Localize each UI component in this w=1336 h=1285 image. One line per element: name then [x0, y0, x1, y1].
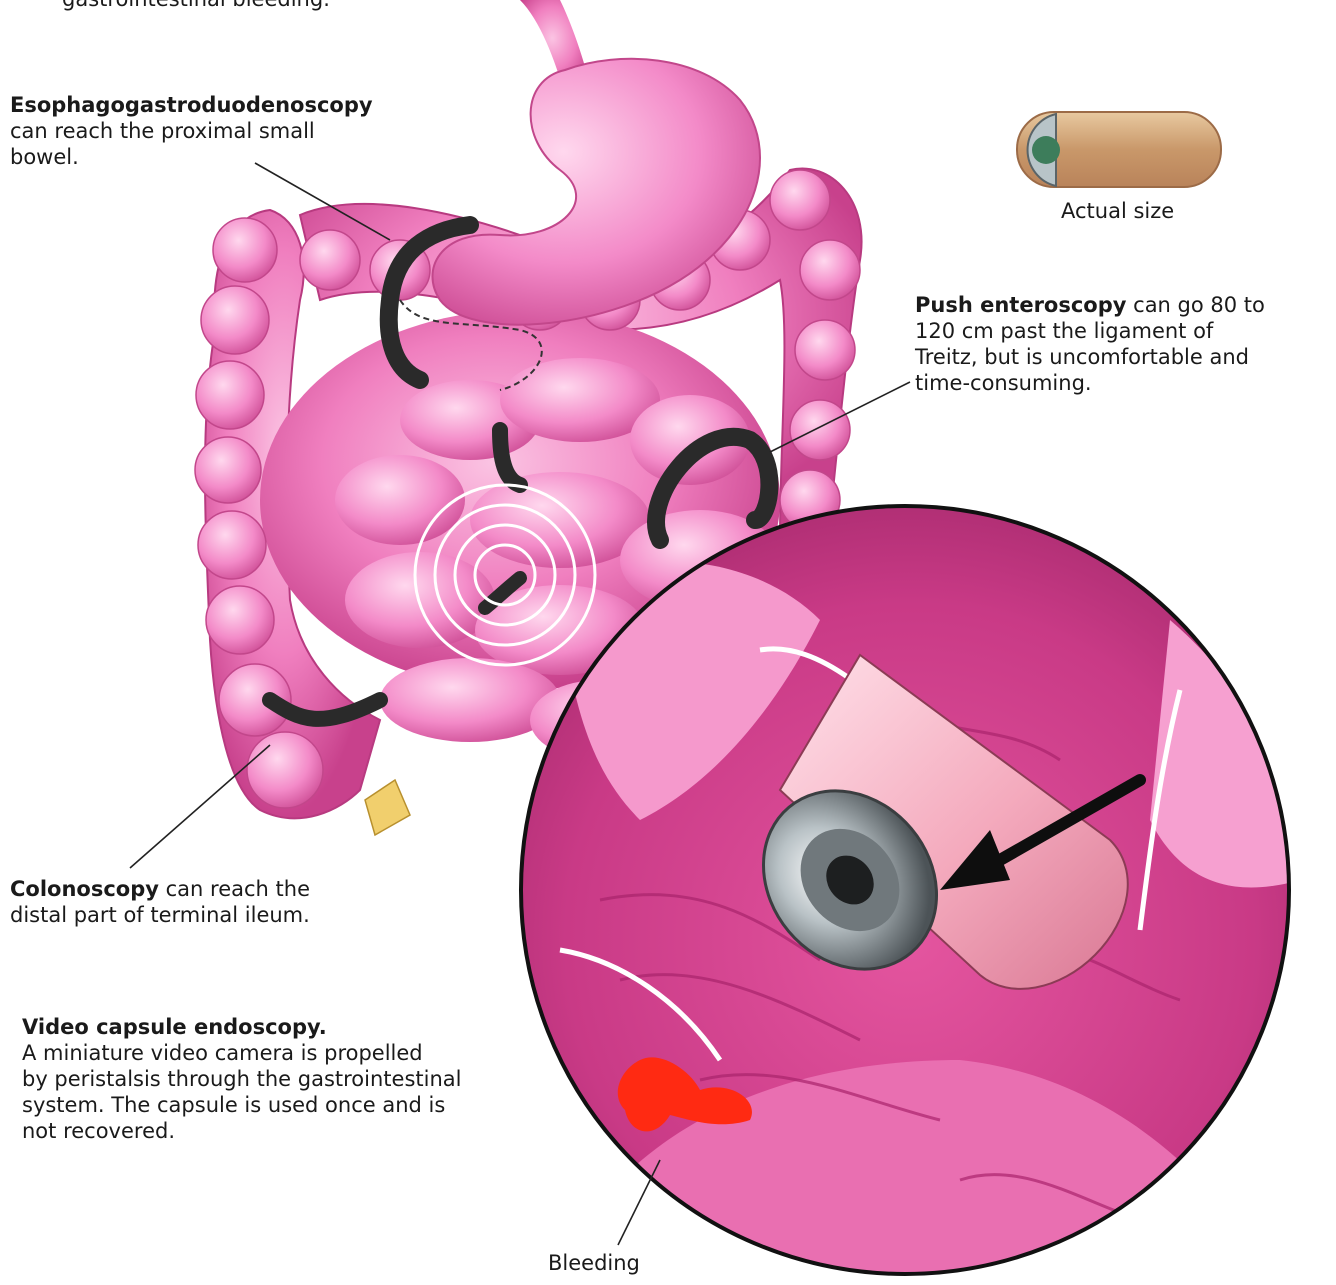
capsule-title: Video capsule endoscopy.	[22, 1015, 327, 1039]
egd-desc-2: bowel.	[10, 145, 79, 169]
appendix	[365, 780, 410, 835]
push-desc-0: can go 80 to	[1126, 293, 1264, 317]
push-desc-3: time-consuming.	[915, 371, 1092, 395]
capsule-desc-4: not recovered.	[22, 1119, 175, 1143]
colon-title: Colonoscopy	[10, 877, 159, 901]
actual-size-label: Actual size	[1061, 198, 1174, 224]
colon-label: Colonoscopy can reach the distal part of…	[10, 876, 310, 928]
colon-desc-1: distal part of terminal ileum.	[10, 903, 310, 927]
egd-label: Esophagogastroduodenoscopy can reach the…	[10, 92, 373, 170]
capsule-desc-1: A miniature video camera is propelled	[22, 1041, 423, 1065]
capsule-note: Video capsule endoscopy. A miniature vid…	[22, 1014, 461, 1144]
actual-size-capsule	[1017, 112, 1221, 187]
capsule-desc-2: by peristalsis through the gastrointesti…	[22, 1067, 461, 1091]
capsule-desc-3: system. The capsule is used once and is	[22, 1093, 445, 1117]
push-title: Push enteroscopy	[915, 293, 1126, 317]
top-caption: gastrointestinal bleeding.	[62, 0, 330, 12]
push-label: Push enteroscopy can go 80 to 120 cm pas…	[915, 292, 1265, 396]
egd-desc-1: can reach the proximal small	[10, 119, 315, 143]
colon-desc-0: can reach the	[159, 877, 310, 901]
bleeding-label: Bleeding	[548, 1250, 640, 1276]
push-desc-2: Treitz, but is uncomfortable and	[915, 345, 1249, 369]
push-desc-1: 120 cm past the ligament of	[915, 319, 1213, 343]
egd-title: Esophagogastroduodenoscopy	[10, 93, 373, 117]
